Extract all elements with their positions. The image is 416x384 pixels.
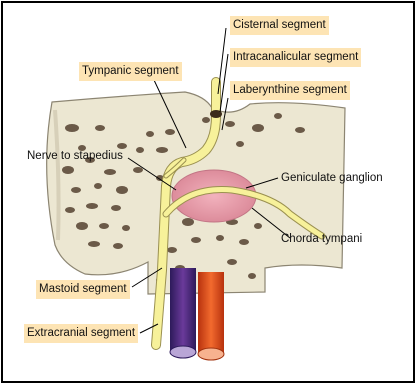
vein [170, 268, 196, 352]
label-tympanic-segment: Tympanic segment [79, 62, 182, 81]
label-nerve-to-stapedius: Nerve to stapedius [24, 147, 126, 166]
label-labyrinthine-segment: Laberynthine segment [230, 81, 350, 100]
label-intracanalicular-segment: Intracanalicular segment [230, 48, 361, 67]
vein-end [170, 346, 196, 358]
label-extracranial-segment: Extracranial segment [24, 324, 138, 343]
artery-end [198, 348, 224, 360]
label-chorda-tympani: Chorda tympani [281, 231, 362, 247]
label-geniculate-ganglion: Geniculate ganglion [281, 170, 383, 186]
label-cisternal-segment: Cisternal segment [230, 16, 329, 35]
artery [198, 272, 224, 354]
label-mastoid-segment: Mastoid segment [36, 280, 130, 299]
